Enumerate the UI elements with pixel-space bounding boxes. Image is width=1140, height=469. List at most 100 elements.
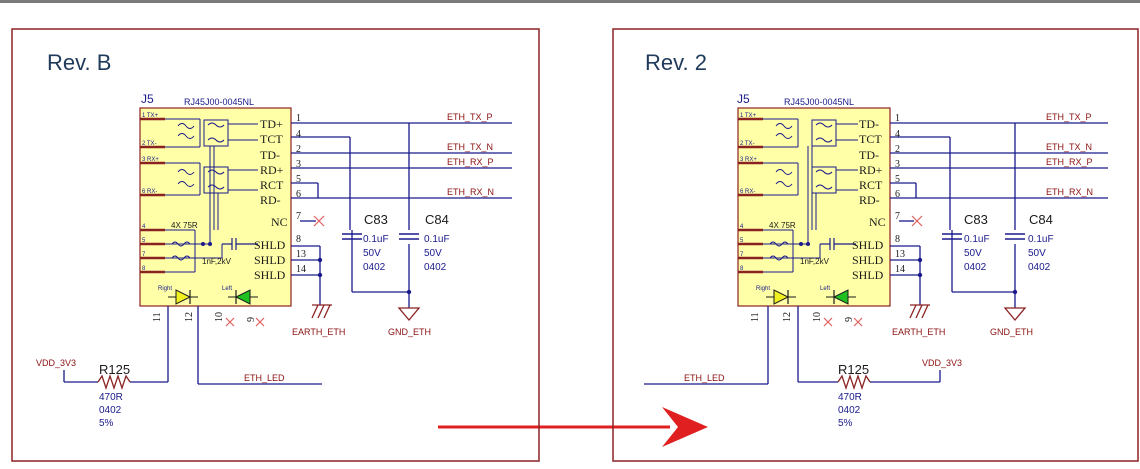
- pin-number: 10: [812, 312, 823, 322]
- gnd-symbol: [397, 307, 421, 322]
- pin-name: TCT: [859, 132, 882, 146]
- net-label: ETH_TX_P: [1046, 112, 1092, 122]
- nc-marker: [225, 215, 325, 327]
- pin-name: TD-: [859, 148, 879, 162]
- cap-voltage: 50V: [363, 248, 381, 259]
- magnetics: [763, 118, 858, 273]
- c83: C83 0.1uF 50V 0402: [342, 212, 389, 273]
- inner-pin-label: 3 RX+: [142, 157, 159, 163]
- r125: R125 470R 0402 5%: [837, 362, 871, 429]
- pin-name: SHLD: [254, 238, 286, 252]
- led-left-label: Left: [820, 286, 830, 292]
- led-yellow: [766, 289, 796, 305]
- earth-symbol: [311, 304, 332, 319]
- pin-number: 2: [895, 144, 900, 155]
- nc-marker: [823, 215, 923, 327]
- pin-number: 3: [296, 159, 301, 170]
- cap-package: 0402: [424, 262, 447, 273]
- pin-name: RCT: [260, 178, 284, 192]
- hv-cap-label: 1nF,2kV: [202, 257, 232, 266]
- cap-value: 0.1uF: [1028, 234, 1054, 245]
- net-label: ETH_LED: [684, 373, 725, 383]
- pin-name: TD+: [260, 117, 283, 131]
- bottom-pin-numbers: 11 12 10 9: [750, 312, 855, 322]
- net-label: GND_ETH: [388, 327, 431, 337]
- cap-ref: C84: [1029, 212, 1053, 227]
- net-label: ETH_TX_N: [1046, 142, 1092, 152]
- pin-number: 9: [844, 317, 855, 322]
- inner-pin-label: 6 RX-: [142, 189, 157, 195]
- junctions: [201, 242, 412, 295]
- pin-number: 11: [750, 312, 761, 322]
- pin-name: RD-: [260, 193, 281, 207]
- net-label: VDD_3V3: [922, 358, 962, 368]
- cap-voltage: 50V: [1028, 248, 1046, 259]
- cap-package: 0402: [363, 262, 386, 273]
- wiring: [63, 122, 512, 385]
- c83: C83 0.1uF 50V 0402: [942, 212, 990, 273]
- resistor-ref: R125: [838, 362, 869, 377]
- gnd-symbol: [1003, 307, 1027, 322]
- inner-pin-markers: [140, 117, 165, 274]
- r125: R125 470R 0402 5%: [97, 362, 131, 429]
- pin-name: RCT: [859, 178, 883, 192]
- pin-name: RD+: [260, 163, 284, 177]
- pin-name: NC: [869, 215, 886, 229]
- cap-voltage: 50V: [424, 248, 442, 259]
- wiring: [644, 122, 1108, 385]
- pin-number: 5: [895, 174, 900, 185]
- net-label: GND_ETH: [990, 327, 1033, 337]
- led-left-label: Left: [222, 286, 232, 292]
- inner-pin-label: 8: [740, 266, 744, 272]
- pin-number: 4: [895, 129, 900, 140]
- panel-rev-b: Rev. B J5 RJ45J00-0045NL 1 TX+ 2 TX- 3 R…: [11, 28, 540, 462]
- connector-part: RJ45J00-0045NL: [784, 97, 854, 107]
- net-label: VDD_3V3: [36, 358, 76, 368]
- net-label: ETH_TX_P: [447, 112, 493, 122]
- resistor-package: 0402: [99, 405, 122, 416]
- top-bar: [0, 0, 1140, 3]
- pin-name: SHLD: [852, 268, 884, 282]
- resistor-array-label: 4X 75R: [769, 221, 796, 230]
- pin-numbers: 1 4 2 3 5 6 7 8 13 14: [895, 113, 905, 275]
- junctions: [799, 242, 1018, 295]
- led-right-label: Right: [158, 286, 172, 292]
- panel-title: Rev. 2: [645, 50, 707, 75]
- cap-value: 0.1uF: [964, 234, 990, 245]
- inner-pin-label: 4: [740, 224, 744, 230]
- resistor-value: 470R: [838, 392, 862, 403]
- pin-name: SHLD: [254, 268, 286, 282]
- pin-number: 7: [895, 211, 900, 222]
- hv-cap: [222, 238, 258, 250]
- pin-name: TCT: [260, 132, 283, 146]
- panel-frame: [612, 28, 1139, 462]
- cap-value: 0.1uF: [424, 234, 450, 245]
- pin-name: TD-: [260, 148, 280, 162]
- hv-cap-label: 1nF,2kV: [800, 257, 830, 266]
- pin-number: 11: [152, 312, 163, 322]
- connector-ref: J5: [141, 92, 154, 106]
- led-right-label: Right: [756, 286, 770, 292]
- pin-number: 14: [296, 264, 306, 275]
- net-label: ETH_RX_P: [1046, 157, 1093, 167]
- pin-number: 8: [895, 234, 900, 245]
- led-green: [228, 289, 258, 305]
- inner-pin-label: 7: [142, 252, 146, 258]
- net-labels: ETH_TX_P ETH_TX_N ETH_RX_P ETH_RX_N ETH_…: [684, 112, 1093, 383]
- inner-pin-label: 2 TX-: [740, 141, 755, 147]
- cap-package: 0402: [1028, 262, 1051, 273]
- pin-number: 12: [782, 312, 793, 322]
- led-green: [826, 289, 856, 305]
- c84: C84 0.1uF 50V 0402: [399, 212, 450, 273]
- net-label: ETH_RX_P: [447, 157, 494, 167]
- pin-number: 9: [246, 317, 257, 322]
- pin-names: TD- TCT TD- RD+ RCT RD- NC SHLD SHLD SHL…: [852, 117, 886, 282]
- inner-pin-label: 4: [142, 224, 146, 230]
- pin-number: 3: [895, 159, 900, 170]
- inner-pin-label: 3 RX+: [740, 157, 757, 163]
- inner-pin-label: 2 TX-: [142, 141, 157, 147]
- inner-pin-label: 7: [740, 252, 744, 258]
- cap-package: 0402: [964, 262, 987, 273]
- change-arrow: [438, 407, 708, 447]
